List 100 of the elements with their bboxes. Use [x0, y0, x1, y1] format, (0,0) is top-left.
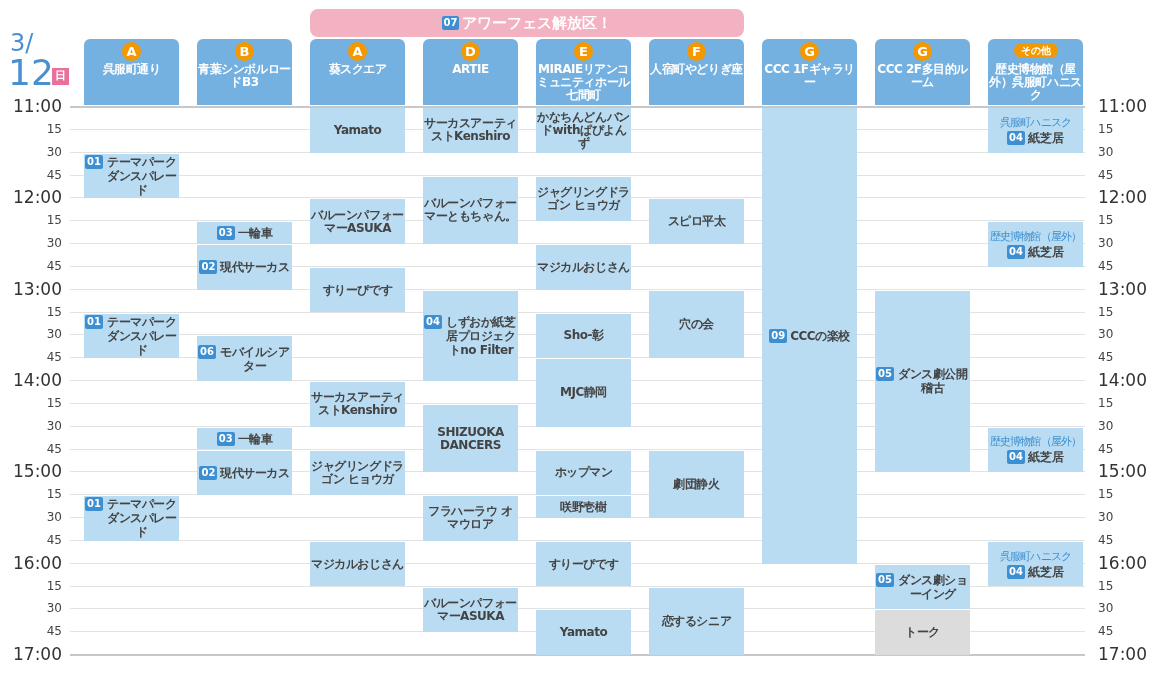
time-label: 11:00 — [12, 98, 62, 115]
event-name: ジャグリングドラゴン ヒョウガ — [537, 185, 630, 212]
time-label: 45 — [45, 533, 62, 546]
event-block — [423, 108, 518, 153]
event-name: かなちんどんバンドwithぱぴよんず — [537, 110, 630, 150]
time-label: 45 — [45, 168, 62, 181]
venue-name: 人宿町やどりぎ座 — [650, 63, 743, 76]
number-badge: 04 — [1007, 245, 1025, 259]
event-block — [988, 541, 1083, 587]
venue-letter: G — [913, 42, 932, 61]
number-badge: 01 — [85, 497, 103, 512]
number-badge: 06 — [198, 344, 216, 359]
event-block — [649, 199, 744, 244]
time-label: 30 — [45, 328, 62, 341]
banner-title: アワーフェス解放区！ — [462, 12, 613, 34]
venue-header — [310, 39, 405, 105]
event-block — [423, 404, 518, 473]
event-name: Yamato — [559, 626, 608, 640]
event-name: 穴の会 — [679, 317, 714, 331]
time-label: 15 — [45, 122, 62, 135]
event-name: マジカルおじさん — [537, 260, 630, 274]
number-badge: 04 — [424, 314, 442, 329]
time-label: 45 — [45, 442, 62, 455]
event-name: すりーぴです — [548, 557, 619, 571]
number-badge: 02 — [199, 260, 218, 275]
time-label: 30 — [45, 419, 62, 432]
event-block — [536, 176, 631, 222]
event-block — [310, 199, 405, 244]
time-label: 30 — [45, 602, 62, 615]
venue-header — [197, 39, 292, 105]
event-block — [197, 336, 292, 381]
time-label: 15 — [1098, 122, 1114, 135]
event-block — [423, 587, 518, 633]
event-name: モバイルシアター — [219, 344, 291, 373]
number-badge: 05 — [876, 573, 894, 587]
event-name: ダンス劇公開稽古 — [897, 367, 969, 396]
time-label: 15 — [1098, 579, 1114, 592]
venue-header — [84, 39, 179, 105]
venue-header — [536, 39, 631, 105]
venue-name: MIRAIEリアンコミュニティホール七間町 — [536, 63, 631, 102]
event-name: SHIZUOKA DANCERS — [436, 425, 505, 452]
number-badge: 04 — [1007, 130, 1025, 145]
venue-name: 歴史博物館（屋外）呉服町ハニスク — [988, 63, 1083, 102]
event-block — [875, 564, 970, 610]
time-label: 14:00 — [12, 372, 62, 389]
event-block — [197, 450, 292, 496]
time-label: 16:00 — [1098, 554, 1147, 572]
time-label: 45 — [1098, 442, 1114, 455]
venue-header — [988, 39, 1083, 105]
number-badge: 01 — [85, 314, 103, 329]
time-label: 30 — [1098, 328, 1114, 341]
time-label: 30 — [1098, 237, 1114, 249]
number-badge: 04 — [1007, 450, 1025, 465]
weekday-tag: 日 — [52, 68, 69, 85]
event-block — [762, 108, 857, 564]
venue-name: 呉服町通り — [102, 63, 161, 76]
event-block — [197, 245, 292, 290]
event-block — [536, 610, 631, 655]
event-block — [536, 496, 631, 518]
event-name: Sho-彰 — [563, 329, 604, 343]
venue-header — [762, 39, 857, 105]
event-block — [875, 290, 970, 473]
time-label: 13:00 — [1098, 280, 1147, 298]
event-name: 紙芝居 — [1027, 450, 1064, 465]
event-name: バルーンパフォーマーASUKA — [424, 596, 517, 623]
date-day: 12 — [8, 54, 54, 92]
event-name: 恋するシニア — [661, 614, 732, 628]
event-block — [423, 496, 518, 541]
event-name: 一輪車 — [237, 431, 273, 446]
venue-name: 青葉シンボルロードB3 — [197, 63, 292, 89]
time-label: 15 — [1098, 305, 1114, 318]
time-label: 30 — [1098, 511, 1114, 523]
event-block — [197, 427, 292, 450]
venue-name: CCC 1Fギャラリー — [763, 63, 856, 89]
number-badge: 02 — [199, 465, 218, 480]
time-label: 12:00 — [1098, 189, 1147, 207]
event-block — [84, 313, 179, 359]
time-label: 45 — [45, 625, 62, 638]
event-name: スピロ平太 — [667, 215, 726, 229]
event-block — [649, 290, 744, 359]
time-label: 15 — [45, 214, 62, 227]
venue-letter: B — [235, 42, 254, 61]
event-block — [310, 382, 405, 427]
venue-letter: A — [348, 42, 367, 61]
event-block — [84, 496, 179, 541]
time-label: 15 — [1098, 214, 1114, 227]
time-label: 30 — [1098, 602, 1114, 615]
event-block — [84, 153, 179, 199]
event-name: Yamato — [333, 123, 382, 137]
event-name: 一輪車 — [237, 226, 273, 241]
event-name: トーク — [905, 626, 940, 640]
number-badge: 07 — [441, 16, 460, 30]
time-label: 45 — [1098, 533, 1114, 546]
banner — [310, 9, 744, 37]
venue-tag: その他 — [1013, 43, 1058, 58]
event-block — [988, 427, 1083, 473]
time-label: 30 — [45, 237, 62, 249]
venue-letter: E — [574, 42, 593, 61]
venue-note: 歴史博物館（屋外） — [989, 230, 1082, 243]
time-label: 15:00 — [1098, 463, 1147, 481]
